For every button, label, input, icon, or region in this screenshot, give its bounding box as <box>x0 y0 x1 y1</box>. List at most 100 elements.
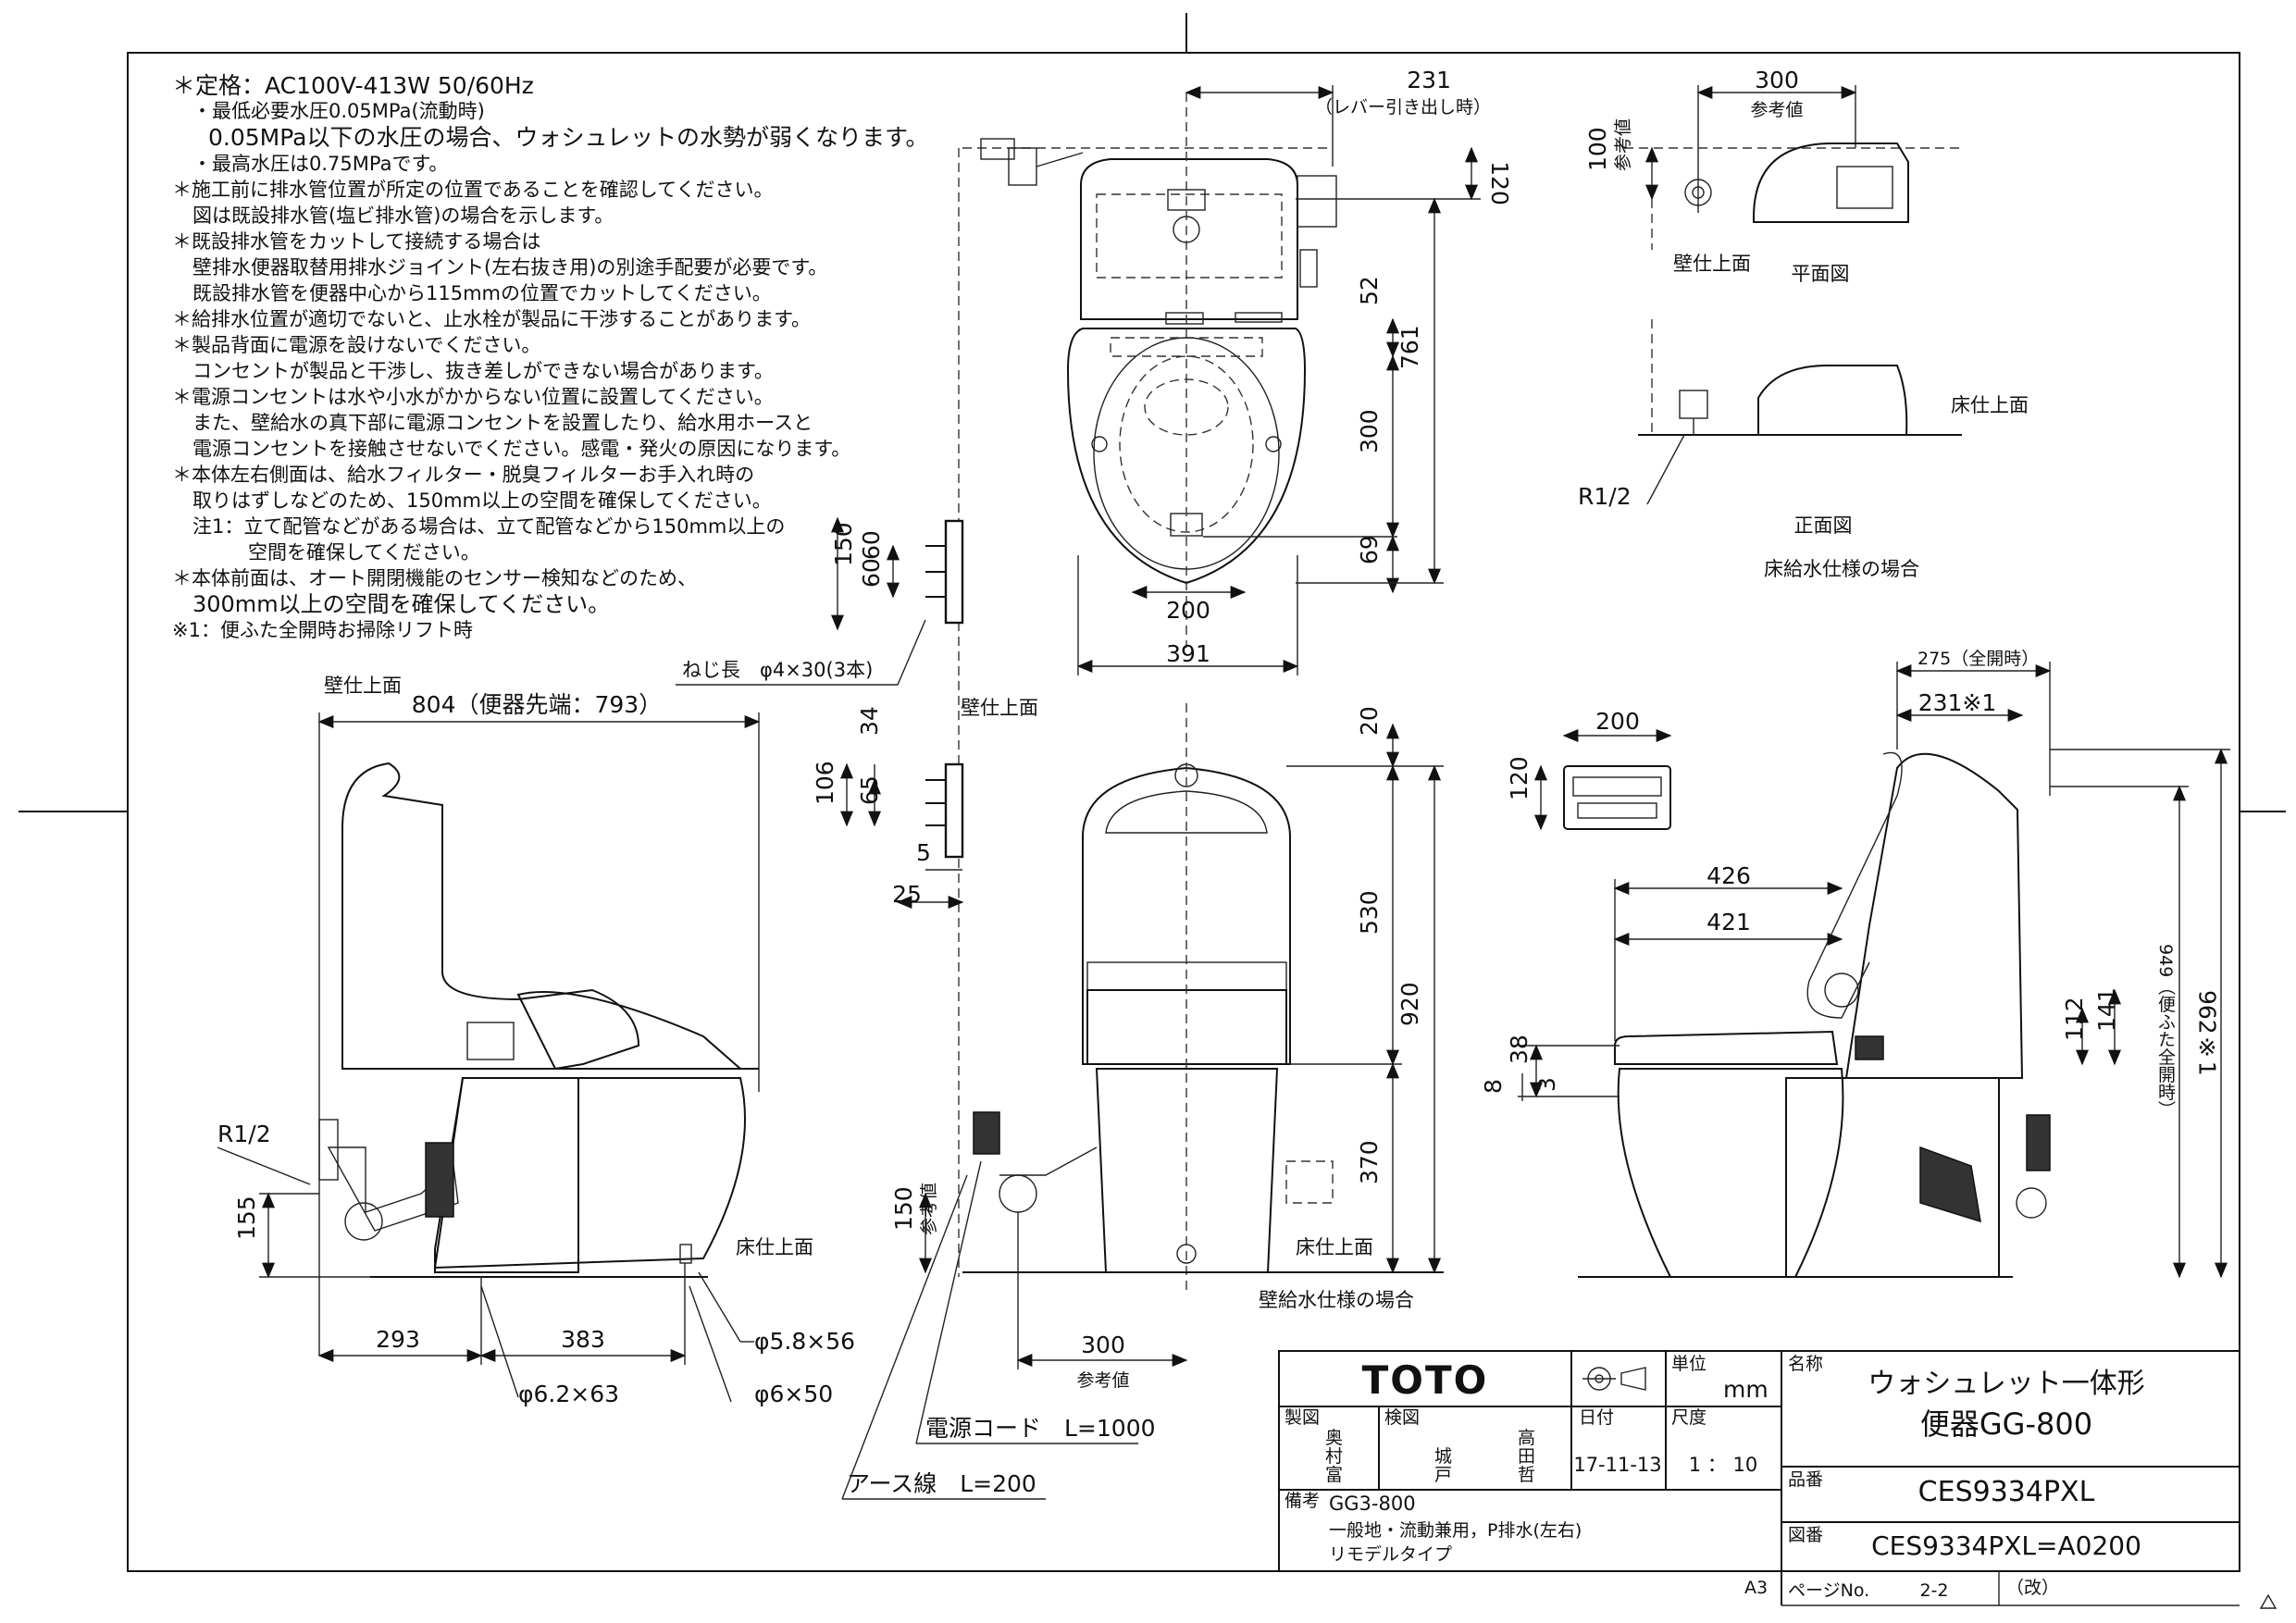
fs-caption: 床給水仕様の場合 <box>1764 558 1919 580</box>
mount-bracket-view: 150 60 60 ねじ長 φ4×30(3本) <box>676 516 964 686</box>
lever-note: （レバー引き出し時） <box>1315 97 1491 118</box>
sheet-size: A3 <box>1744 1578 1768 1598</box>
check2-2: 田 <box>1518 1446 1535 1467</box>
fs-front: 正面図 <box>1794 514 1853 537</box>
toto-logo: TOTO <box>1362 1357 1489 1403</box>
sv-dim-804: 804（便器先端：793） <box>412 691 662 718</box>
sv-dim-383: 383 <box>561 1326 605 1353</box>
fv-dim-370: 370 <box>1356 1140 1383 1184</box>
drawn-2: 村 <box>1325 1446 1343 1467</box>
note-line: 電源コンセントを接触させないでください。感電・発火の原因になります。 <box>192 438 850 460</box>
right-side-view: 275（全開時） 231※1 426 421 949（便ふた全開時） 962※1… <box>1480 649 2230 1279</box>
sv-r12: R1/2 <box>217 1121 271 1147</box>
note-line: ・最高水圧は0.75MPaです。 <box>192 153 448 175</box>
note-line: 壁排水便器取替用排水ジョイント(左右抜き用)の別途手配要が必要です。 <box>192 256 827 279</box>
fv-dim-5: 5 <box>916 839 931 866</box>
rv-dim-8: 8 <box>1480 1079 1507 1094</box>
sheet-frame <box>19 13 2286 1609</box>
top-view: 231 （レバー引き出し時） 120 52 761 300 69 200 391 <box>958 67 1513 1277</box>
note-line: 注1：立て配管などがある場合は、立て配管などから150mm以上の <box>192 515 785 538</box>
dim-761: 761 <box>1396 325 1423 369</box>
check-1: 城 <box>1434 1446 1452 1467</box>
fv-caption: 壁給水仕様の場合 <box>1259 1289 1414 1311</box>
note-line: 空間を確保してください。 <box>248 541 480 564</box>
note-line: 取りはずしなどのため、150mm以上の空間を確保してください。 <box>192 489 772 512</box>
drawn-label: 製図 <box>1285 1407 1320 1428</box>
rv-dim-231: 231※1 <box>1918 689 1997 716</box>
note-line: また、壁給水の真下部に電源コンセントを設置したり、給水用ホースと <box>192 412 813 434</box>
rc-dim-120: 120 <box>1506 756 1533 800</box>
sv-wall: 壁仕上面 <box>324 675 402 697</box>
remark-label: 備考 <box>1285 1491 1320 1511</box>
revision: （改） <box>2006 1578 2059 1598</box>
fv-dim-530: 530 <box>1356 890 1383 935</box>
drawing-label: 図番 <box>1788 1525 1823 1545</box>
fs-ref-v: 参考値 <box>1613 118 1633 171</box>
note-line: ＊本体前面は、オート開閉機能のセンサー検知などのため、 <box>172 567 697 589</box>
fs-floor: 床仕上面 <box>1951 394 2029 416</box>
note-line: ※1：便ふた全開時お掃除リフト時 <box>172 619 473 641</box>
dim-60a: 60 <box>858 530 885 560</box>
drawn-3: 富 <box>1325 1465 1343 1485</box>
fv-dim-300: 300 <box>1081 1332 1125 1358</box>
rv-dim-3: 3 <box>1533 1077 1560 1092</box>
unit-value: mm <box>1723 1376 1769 1403</box>
fv-wall: 壁仕上面 <box>961 697 1038 719</box>
title-block: TOTO 単位 mm 名称 ウォシュレット一体形 便器GG-800 製図 奥 村… <box>1278 1350 2240 1606</box>
sv-dim-155: 155 <box>233 1196 260 1240</box>
rv-dim-38: 38 <box>1506 1035 1533 1064</box>
note-line: ＊施工前に排水管位置が所定の位置であることを確認してください。 <box>172 179 774 201</box>
fv-ref-v: 参考値 <box>919 1183 939 1235</box>
name-label: 名称 <box>1788 1354 1823 1374</box>
dim-52: 52 <box>1356 276 1383 305</box>
note-line: 300mm以上の空間を確保してください。 <box>192 591 610 617</box>
rv-dim-426: 426 <box>1706 862 1751 889</box>
note-line: 0.05MPa以下の水圧の場合、ウォシュレットの水勢が弱くなります。 <box>208 124 929 151</box>
fv-dim-150: 150 <box>890 1186 917 1231</box>
fv-dim-25: 25 <box>892 881 922 908</box>
rv-dim-275: 275（全開時） <box>1917 649 2039 669</box>
fv-floor: 床仕上面 <box>1296 1236 1373 1258</box>
remark-2: 一般地・流動兼用，P排水(左右) <box>1329 1520 1582 1541</box>
dim-300: 300 <box>1356 409 1383 453</box>
fs-dim-100: 100 <box>1584 127 1611 171</box>
product-name-line2: 便器GG-800 <box>1920 1406 2092 1442</box>
rv-dim-949: 949（便ふた全開時） <box>2155 944 2176 1118</box>
fv-dim-920: 920 <box>1396 982 1423 1026</box>
note-line: ＊定格：AC100V-413W 50/60Hz <box>172 72 534 99</box>
drawn-1: 奥 <box>1325 1428 1343 1448</box>
rv-dim-141: 141 <box>2093 987 2120 1032</box>
dim-391: 391 <box>1166 640 1210 667</box>
fv-earth: アース線 L=200 <box>847 1470 1036 1497</box>
rv-dim-112: 112 <box>2061 997 2088 1041</box>
dim-231: 231 <box>1407 67 1451 93</box>
note-line: ＊電源コンセントは水や小水がかからない位置に設置してください。 <box>172 386 774 408</box>
note-line: 既設排水管を便器中心から115mmの位置でカットしてください。 <box>192 282 772 304</box>
rv-dim-962: 962※1 <box>2194 990 2221 1076</box>
front-view: 壁仕上面 34 106 65 5 25 20 530 9 <box>812 697 1444 1500</box>
scale-label: 尺度 <box>1671 1407 1706 1428</box>
fv-dim-34: 34 <box>856 706 883 736</box>
note-line: ＊給排水位置が適切でないと、止水栓が製品に干渉することがあります。 <box>172 308 811 330</box>
fs-plan: 平面図 <box>1792 263 1850 285</box>
note-line: ＊製品背面に電源を設けないでください。 <box>172 334 540 356</box>
side-view: 壁仕上面 804（便器先端：793） R1/2 155 293 383 床仕上面 <box>217 675 855 1407</box>
part-number: CES9334PXL <box>1918 1476 2095 1508</box>
dim-60b: 60 <box>858 558 885 588</box>
note-line: コンセントが製品と干渉し、抜き差しができない場合があります。 <box>192 360 774 382</box>
check-2: 戸 <box>1434 1465 1452 1485</box>
page-label: ページNo. <box>1788 1580 1869 1601</box>
fv-dim-20: 20 <box>1356 706 1383 736</box>
note-line: ＊本体左右側面は、給水フィルター・脱臭フィルターお手入れ時の <box>172 464 754 486</box>
dim-150: 150 <box>830 522 857 566</box>
fv-cord: 電源コード L=1000 <box>925 1415 1156 1442</box>
note-line: ・最低必要水圧0.05MPa(流動時) <box>192 100 485 122</box>
fs-ref: 参考値 <box>1750 100 1803 120</box>
sv-phi6: φ6×50 <box>754 1381 833 1407</box>
date-label: 日付 <box>1579 1407 1614 1428</box>
part-label: 品番 <box>1788 1469 1823 1490</box>
sv-dim-293: 293 <box>376 1326 420 1353</box>
note-line: 図は既設排水管(塩ビ排水管)の場合を示します。 <box>192 204 614 227</box>
dim-200: 200 <box>1166 597 1210 624</box>
